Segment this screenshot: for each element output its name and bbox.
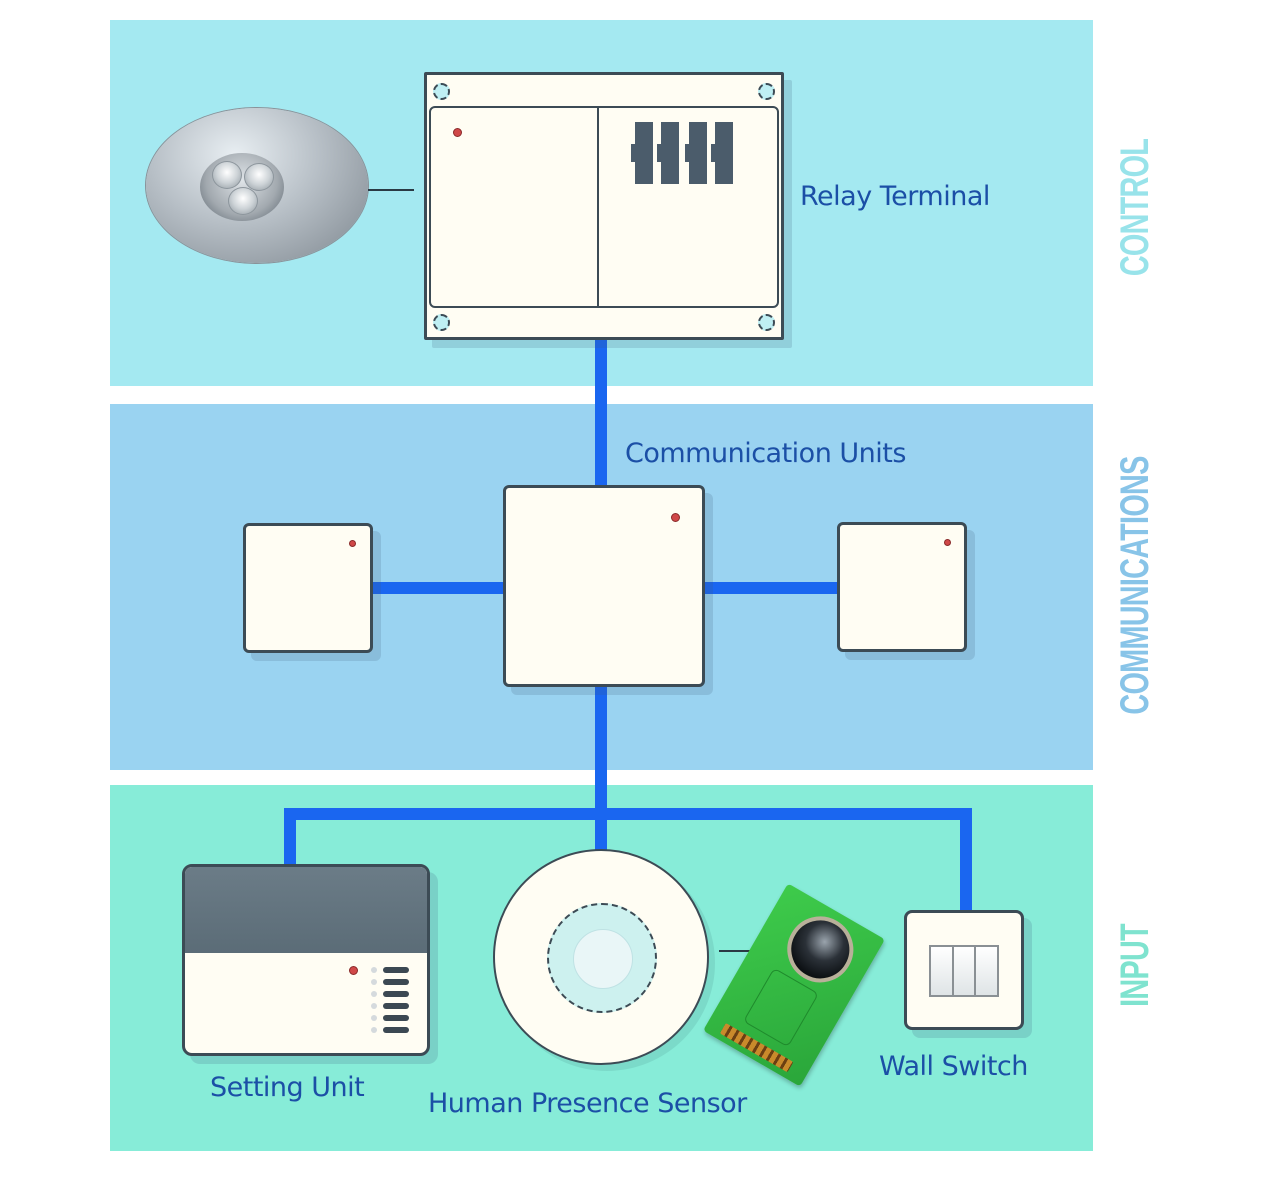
sensor-connector-line — [719, 950, 769, 952]
relay-terminal-label: Relay Terminal — [800, 181, 990, 212]
wall-switch — [904, 910, 1024, 1030]
relay-module-icon — [711, 122, 733, 184]
indicator-led — [349, 966, 358, 975]
bus-to-wall-switch — [960, 808, 972, 912]
indicator-led — [453, 128, 462, 137]
communication-unit-left — [243, 523, 373, 653]
control-layer-label: CONTROL — [1112, 138, 1157, 277]
setting-unit-label: Setting Unit — [210, 1072, 365, 1103]
relay-module-icon — [631, 122, 653, 184]
indicator-led — [944, 539, 951, 546]
wall-switch-rocker — [976, 947, 998, 995]
downlight-icon — [146, 108, 368, 263]
relay-terminal — [424, 72, 784, 340]
setting-unit-indicator — [371, 1003, 377, 1009]
setting-unit-button — [383, 979, 409, 985]
wall-switch-rocker — [931, 947, 954, 995]
lamp-led-cluster — [200, 153, 284, 221]
bus-comm-right — [700, 582, 838, 594]
input-layer-label: INPUT — [1112, 923, 1157, 1007]
relay-module-icon — [685, 122, 707, 184]
sensor-lens-core — [573, 929, 633, 989]
relay-module-icon — [657, 122, 679, 184]
bus-comm-left — [370, 582, 504, 594]
lamp-led — [212, 161, 242, 189]
lamp-led — [228, 187, 258, 215]
sensor-lens — [547, 903, 657, 1013]
indicator-led — [349, 540, 356, 547]
setting-unit-button — [383, 1003, 409, 1009]
lamp-connector-line — [368, 189, 414, 191]
screw-icon — [758, 314, 775, 331]
setting-unit-indicator — [371, 979, 377, 985]
screw-icon — [433, 314, 450, 331]
relay-panel — [429, 106, 779, 308]
lamp-led — [244, 163, 274, 191]
bus-input-horizontal — [284, 808, 972, 820]
communications-layer-label: COMMUNICATIONS — [1112, 455, 1157, 715]
relay-divider — [597, 108, 599, 306]
wall-switch-rocker — [953, 947, 977, 995]
setting-unit — [182, 864, 430, 1056]
setting-unit-indicator — [371, 991, 377, 997]
screw-icon — [433, 83, 450, 100]
wall-switch-label: Wall Switch — [879, 1051, 1028, 1082]
setting-unit-indicator — [371, 1015, 377, 1021]
setting-unit-indicator — [371, 967, 377, 973]
bus-relay-to-comm — [595, 336, 607, 488]
setting-unit-button — [383, 1015, 409, 1021]
bus-to-setting-unit — [284, 808, 296, 866]
communication-unit-center — [503, 485, 705, 687]
screw-icon — [758, 83, 775, 100]
setting-unit-button — [383, 1027, 409, 1033]
setting-unit-indicator — [371, 1027, 377, 1033]
setting-unit-display — [185, 867, 427, 953]
setting-unit-button — [383, 991, 409, 997]
human-presence-sensor-label: Human Presence Sensor — [428, 1088, 747, 1119]
wall-switch-rockers — [929, 945, 999, 997]
bus-comm-to-input — [595, 684, 607, 854]
communication-unit-right — [837, 522, 967, 652]
indicator-led — [671, 513, 680, 522]
setting-unit-button — [383, 967, 409, 973]
human-presence-sensor — [493, 849, 709, 1065]
communication-units-label: Communication Units — [625, 438, 906, 469]
